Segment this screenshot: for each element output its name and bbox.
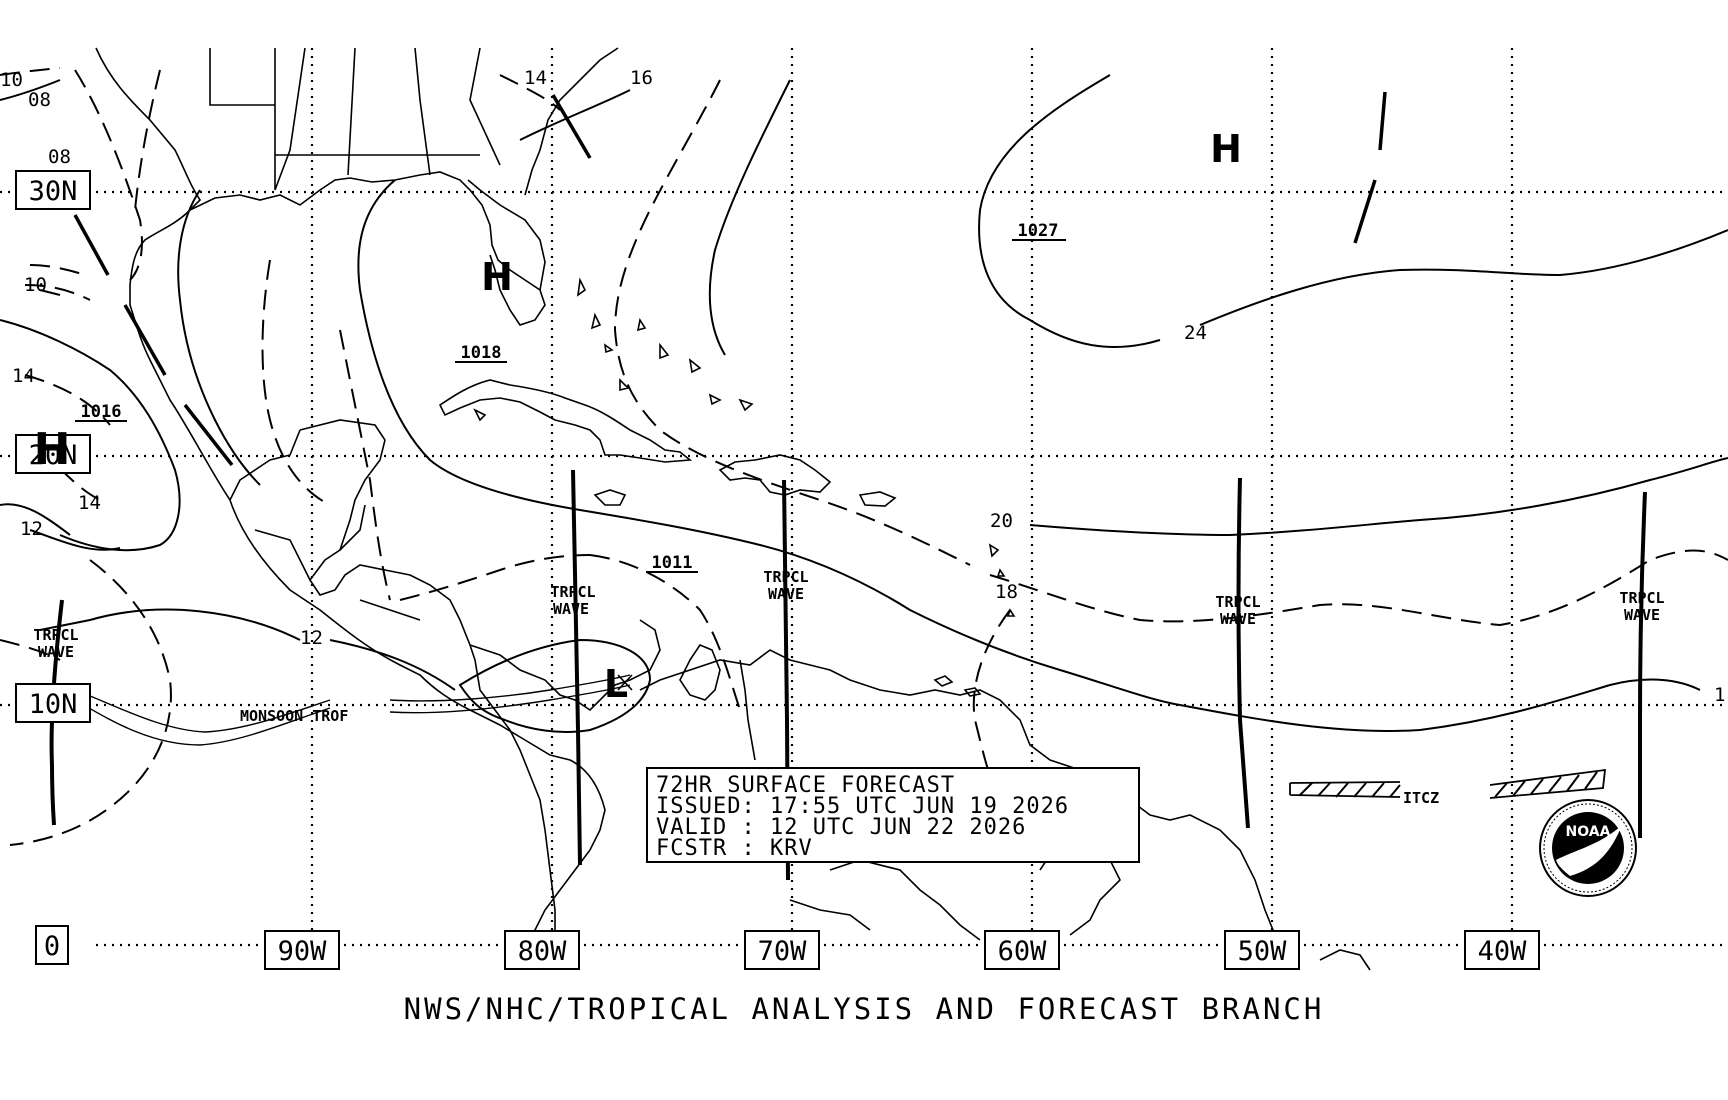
tropical-wave-label: TRPCL WAVE [33, 626, 78, 661]
forecast-title: 72HR SURFACE FORECAST [656, 773, 956, 798]
svg-text:TRPCL: TRPCL [1215, 593, 1260, 611]
itcz-label: ITCZ [1403, 789, 1439, 807]
svg-text:TRPCL: TRPCL [550, 583, 595, 601]
svg-text:WAVE: WAVE [1624, 606, 1660, 624]
latitude-label-20n: 20N [15, 434, 91, 474]
high-pressure-symbol: H [1210, 127, 1242, 171]
pressure-value: 1027 [1018, 221, 1059, 241]
tropical-wave-label: TRPCL WAVE [550, 583, 595, 618]
latitude-label-text: 30N [29, 176, 78, 207]
isobar-label: 14 [78, 492, 101, 514]
svg-text:WAVE: WAVE [768, 585, 804, 603]
monsoon-trough-label: MONSOON TROF [240, 707, 348, 725]
noaa-logo-text: NOAA [1566, 824, 1611, 840]
isobar-label: 12 [300, 627, 323, 649]
svg-text:WAVE: WAVE [38, 643, 74, 661]
noaa-logo: NOAA [1539, 799, 1637, 897]
monsoon-trough [74, 674, 631, 746]
coastlines [95, 47, 1371, 971]
isobar-labels: 10 08 08 10 14 14 12 12 14 16 24 20 18 1 [0, 67, 1725, 706]
tropical-wave-axis [782, 479, 790, 881]
high-pressure-center-atlantic: H 1027 [1012, 127, 1242, 241]
longitude-label-40w: 40W [1464, 930, 1540, 970]
footer-credit: NWS/NHC/TROPICAL ANALYSIS AND FORECAST B… [403, 992, 1325, 1026]
isobar-label: 08 [48, 146, 71, 168]
longitude-label-text: 60W [998, 936, 1048, 967]
svg-text:TRPCL: TRPCL [1619, 589, 1664, 607]
isobar-label: 24 [1184, 322, 1207, 344]
svg-text:WAVE: WAVE [1220, 610, 1256, 628]
tropical-wave-label: TRPCL WAVE [1619, 589, 1664, 624]
high-pressure-symbol: H [481, 255, 513, 299]
issued-time: ISSUED: 17:55 UTC JUN 19 2026 [656, 794, 1070, 819]
longitude-label-80w: 80W [504, 930, 580, 970]
tropical-wave-axis [49, 599, 64, 826]
tropical-wave-label: TRPCL WAVE [1215, 593, 1260, 628]
isobars [0, 74, 1728, 733]
low-pressure-center-caribbean: L 1011 [604, 553, 698, 706]
longitude-label-text: 80W [518, 936, 568, 967]
high-pressure-symbol: H [34, 424, 71, 475]
tropical-waves [49, 469, 1647, 881]
latitude-label-text: 20N [29, 440, 78, 471]
isobar-label: 18 [995, 581, 1018, 603]
high-pressure-center-gulf: H 1018 [455, 255, 513, 363]
longitude-label-90w: 90W [264, 930, 340, 970]
longitude-label-text: 50W [1238, 936, 1288, 967]
latitude-label-0: 0 [35, 925, 69, 965]
isobar-label: 14 [524, 67, 547, 89]
pressure-value: 1016 [81, 402, 122, 422]
trough-lines [73, 91, 1387, 467]
forecaster: FCSTR : KRV [656, 836, 813, 861]
longitude-label-text: 70W [758, 936, 808, 967]
tropical-wave-axis [1638, 491, 1647, 838]
itcz-band [1289, 768, 1607, 799]
longitude-label-60w: 60W [984, 930, 1060, 970]
latitude-label-text: 10N [29, 689, 78, 720]
isobar-label: 08 [28, 89, 51, 111]
svg-text:TRPCL: TRPCL [763, 568, 808, 586]
svg-text:TRPCL: TRPCL [33, 626, 78, 644]
pressure-value: 1018 [461, 343, 502, 363]
svg-text:WAVE: WAVE [553, 600, 589, 618]
pressure-value: 1011 [652, 553, 693, 573]
isobar-label: 12 [20, 518, 43, 540]
valid-time: VALID : 12 UTC JUN 22 2026 [656, 815, 1027, 840]
longitude-label-50w: 50W [1224, 930, 1300, 970]
latitude-label-30n: 30N [15, 170, 91, 210]
tropical-wave-axis [571, 469, 582, 866]
isobar-label: 20 [990, 510, 1013, 532]
tropical-wave-label: TRPCL WAVE [763, 568, 808, 603]
tropical-wave-axis [1236, 477, 1250, 829]
longitude-label-text: 90W [278, 936, 328, 967]
high-pressure-center-pacific: H 1016 [34, 402, 127, 475]
longitude-label-text: 40W [1478, 936, 1528, 967]
isobar-label: 16 [630, 67, 653, 89]
isobar-label: 14 [12, 365, 35, 387]
isobar-label: 1 [1714, 684, 1725, 706]
isobar-label: 10 [0, 69, 23, 91]
latitude-label-10n: 10N [15, 683, 91, 723]
latitude-label-text: 0 [44, 931, 60, 962]
isobar-label: 10 [24, 274, 47, 296]
longitude-label-70w: 70W [744, 930, 820, 970]
